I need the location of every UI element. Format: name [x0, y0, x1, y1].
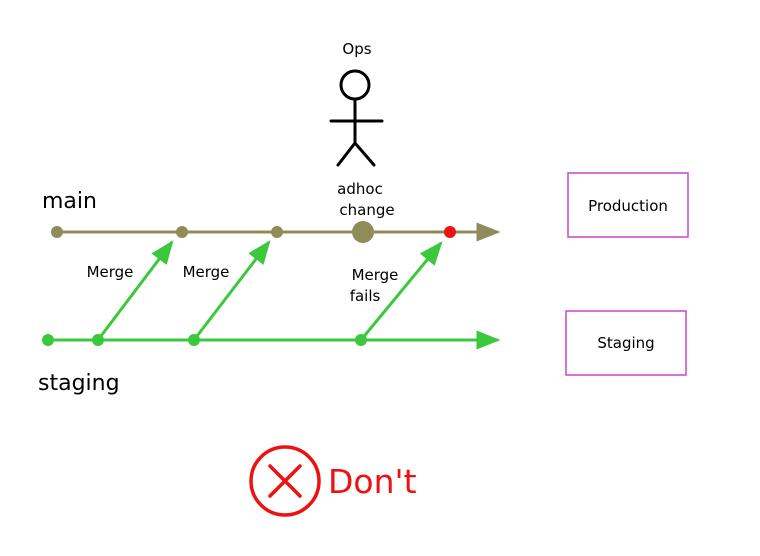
main-commit — [271, 226, 283, 238]
staging-commit — [92, 334, 104, 346]
merge-label-3-line1: Merge — [352, 266, 399, 284]
actor-label: Ops — [342, 40, 371, 58]
branch-label-staging: staging — [38, 371, 120, 396]
merge-arrow-2 — [192, 240, 271, 341]
x-circle-icon — [249, 445, 321, 517]
staging-env-box — [565, 310, 687, 376]
merge-arrow-1 — [96, 240, 174, 341]
merge-label-1: Merge — [87, 263, 134, 281]
merge-label-2: Merge — [183, 263, 230, 281]
branch-label-main: main — [42, 189, 97, 214]
adhoc-label-line1: adhoc — [337, 180, 383, 198]
staging-env-label: Staging — [597, 334, 654, 352]
staging-commit — [355, 334, 367, 346]
stick-figure-icon — [329, 69, 384, 167]
staging-commit — [42, 334, 54, 346]
main-commit — [176, 226, 188, 238]
main-commit-failed — [444, 226, 456, 238]
staging-commit — [188, 334, 200, 346]
production-label: Production — [588, 197, 668, 215]
merge-arrow-3 — [359, 241, 443, 341]
adhoc-label-line2: change — [339, 201, 394, 219]
main-commit — [51, 226, 63, 238]
production-box — [567, 172, 689, 238]
merge-label-3-line2: fails — [350, 287, 381, 305]
main-commit-adhoc — [352, 221, 374, 243]
dont-label: Don't — [328, 462, 417, 501]
